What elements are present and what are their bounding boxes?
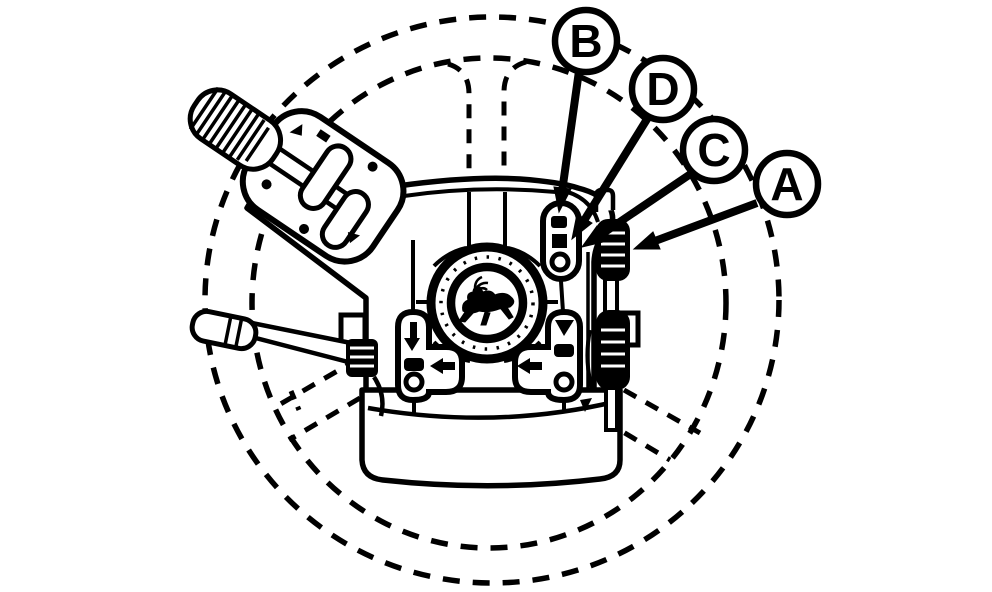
left-arrow-icon[interactable] — [430, 358, 455, 374]
column-right-flare — [585, 329, 594, 389]
shift-gate-slot-1 — [297, 143, 354, 211]
down-arrow-icon[interactable] — [404, 322, 420, 351]
upper-knob-stem — [603, 277, 619, 315]
callout-b: B — [551, 6, 621, 76]
wheel-inner-rim — [249, 55, 729, 551]
wheel-spoke-right-edge1 — [622, 387, 702, 436]
right-console-levers — [593, 187, 641, 432]
steering-hub — [416, 242, 558, 364]
shift-gate-slot-2 — [319, 189, 371, 250]
callout-d-letter: D — [646, 63, 679, 115]
callout-arrow-c — [580, 169, 695, 248]
down-triangle-icon[interactable] — [555, 320, 574, 336]
right-pod-stem — [559, 280, 565, 313]
capsule-button-ring[interactable] — [549, 251, 571, 273]
left-button-pod — [395, 308, 465, 404]
bar-button-icon[interactable] — [554, 344, 574, 357]
bar-button-icon[interactable] — [404, 358, 424, 371]
callout-arrow-b — [553, 70, 583, 214]
ring-button-icon[interactable] — [553, 371, 575, 393]
callout-arrows — [553, 70, 759, 250]
left-arrow-icon[interactable] — [517, 358, 542, 374]
shift-pattern-symbols — [261, 124, 378, 244]
callout-labels: B D C A — [551, 6, 822, 219]
hub-tick-ring — [439, 255, 535, 351]
wheel-spoke-top-left-edge — [447, 61, 472, 178]
leaping-deer-icon — [458, 275, 515, 326]
callout-c-letter: C — [697, 124, 730, 176]
callout-c: C — [679, 115, 749, 185]
skirt-mark — [580, 398, 592, 412]
top-spoke-cover-lines — [467, 192, 507, 247]
upper-button-capsule — [540, 200, 582, 282]
wheel-spoke-top-right-edge — [501, 59, 527, 182]
left-stalk-lever[interactable] — [189, 308, 385, 417]
right-button-pod — [512, 308, 583, 404]
lever-grip[interactable] — [189, 308, 259, 352]
capsule-button-top[interactable] — [551, 216, 567, 228]
shift-lever-pod — [181, 81, 407, 265]
shift-knob-ribs — [188, 86, 270, 162]
wheel-spoke-left-edge1 — [275, 356, 360, 409]
lever-base-flare — [372, 375, 385, 417]
lower-knob-stem — [604, 386, 619, 432]
callout-arrow-d — [571, 113, 653, 241]
lever-base-ribs — [350, 346, 374, 368]
column-face-inner-line — [403, 187, 557, 198]
column-skirt — [359, 387, 623, 489]
wheel-spoke-left-edge2 — [287, 395, 362, 443]
callout-d: D — [628, 54, 698, 124]
callout-a-letter: A — [770, 158, 803, 210]
hub-scallop-arcs — [432, 246, 542, 363]
ring-button-icon[interactable] — [403, 371, 425, 393]
lower-ribbed-knob[interactable] — [596, 310, 630, 390]
wheel-outer-rim — [202, 14, 782, 586]
callout-b-letter: B — [569, 15, 602, 67]
callout-a: A — [752, 149, 822, 219]
shift-knob[interactable] — [181, 81, 290, 179]
capsule-button-mid[interactable] — [552, 234, 567, 248]
callout-arrow-a — [632, 199, 759, 250]
wheel-spoke-left-joint — [288, 390, 302, 411]
